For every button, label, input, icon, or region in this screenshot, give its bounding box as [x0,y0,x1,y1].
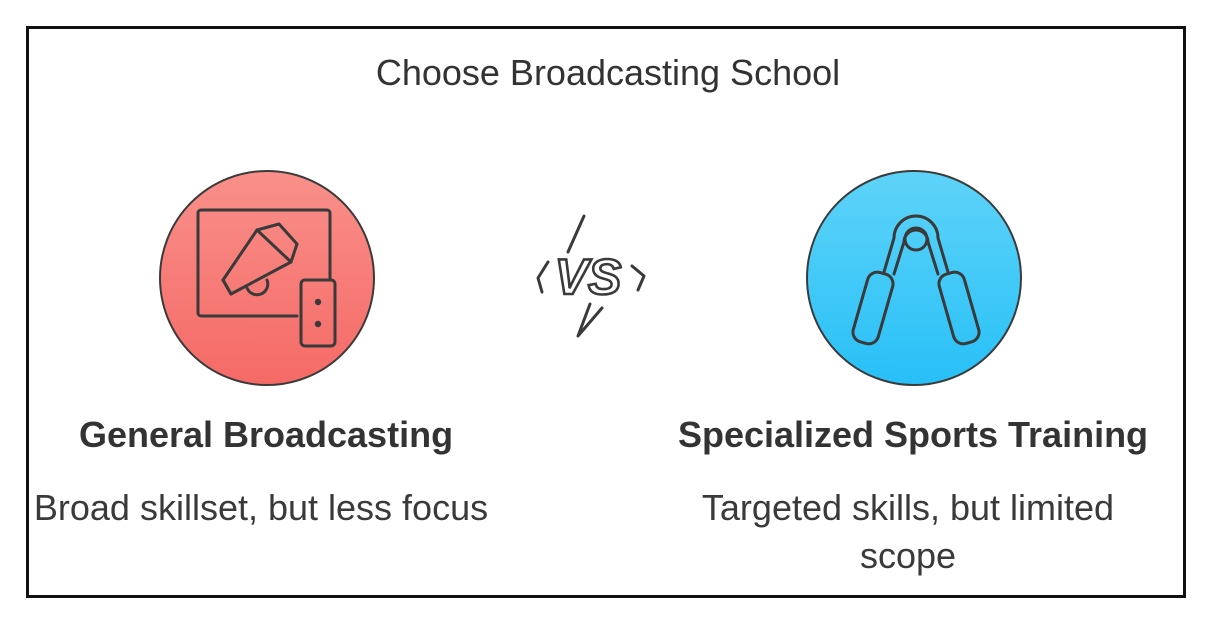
diagram-frame [26,26,1186,598]
option-general-title: General Broadcasting [78,414,454,455]
hand-grip-icon [851,214,981,346]
option-specialized-description: Targeted skills, but limited scope [701,487,1115,576]
option-general-description: Broad skillset, but less focus [33,487,489,528]
vs-icon: VS [536,214,646,338]
megaphone-screen-icon [196,208,337,348]
diagram-title: Choose Broadcasting School [375,52,841,93]
option-specialized-circle [806,170,1022,386]
vs-label: VS [555,249,622,305]
option-specialized-title: Specialized Sports Training [677,414,1149,455]
option-general-circle [159,170,375,386]
